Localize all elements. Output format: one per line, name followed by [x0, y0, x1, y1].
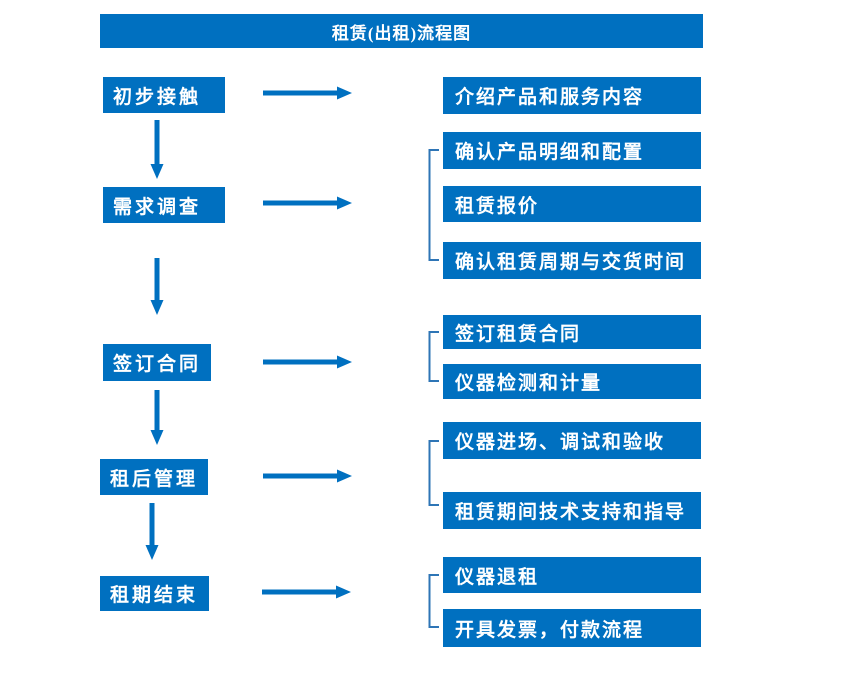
detail-box-confirm-period-delivery: 确认租赁周期与交货时间	[443, 242, 701, 279]
bracket-step2-details	[428, 149, 439, 261]
bracket-step5-details	[428, 574, 439, 628]
step-box-post-rental-management: 租后管理	[100, 459, 208, 495]
step-box-sign-contract: 签订合同	[103, 344, 211, 381]
step-box-initial-contact: 初步接触	[103, 77, 225, 113]
bracket-step4-details	[428, 440, 439, 506]
detail-box-sign-rental-contract: 签订租赁合同	[443, 315, 701, 349]
diagram-title: 租赁(出租)流程图	[100, 14, 703, 48]
bracket-step3-details	[428, 331, 439, 382]
detail-box-rental-quote: 租赁报价	[443, 186, 701, 222]
detail-box-instrument-return: 仪器退租	[443, 557, 701, 593]
detail-box-introduce-products-services: 介绍产品和服务内容	[443, 77, 701, 114]
detail-box-confirm-product-config: 确认产品明细和配置	[443, 132, 701, 169]
detail-box-invoice-payment-process: 开具发票，付款流程	[443, 609, 701, 647]
step-box-rental-period-end: 租期结束	[100, 576, 209, 611]
step-box-demand-survey: 需求调查	[103, 187, 225, 223]
detail-box-tech-support-guidance: 租赁期间技术支持和指导	[443, 492, 701, 529]
detail-box-instrument-entry-debug-acceptance: 仪器进场、调试和验收	[443, 422, 701, 459]
detail-box-instrument-testing-metering: 仪器检测和计量	[443, 364, 701, 399]
